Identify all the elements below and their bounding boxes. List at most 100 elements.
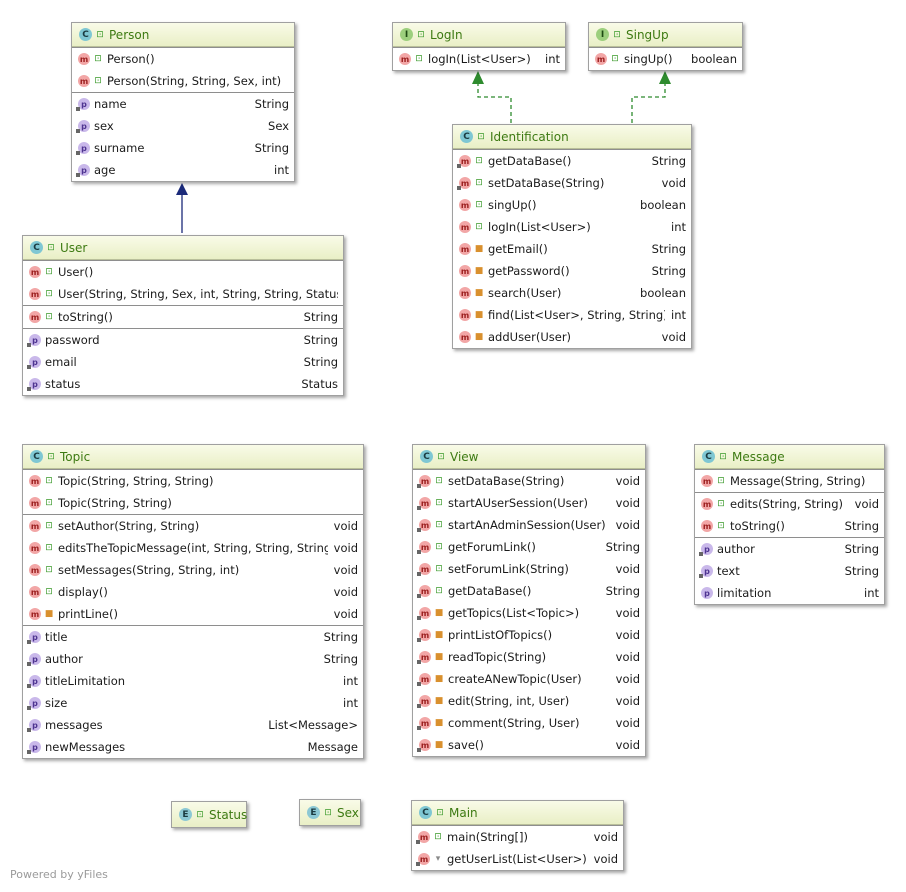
method-icon: m	[459, 243, 471, 255]
public-icon: ⊡	[475, 178, 483, 188]
member-row[interactable]: m■search(User)boolean	[453, 282, 691, 304]
member-name: startAnAdminSession(User)	[448, 518, 606, 532]
member-row[interactable]: m■getTopics(List<Topic>)void	[413, 602, 645, 624]
member-row[interactable]: m⊡toString()String	[23, 306, 343, 328]
constructor-section: m⊡Topic(String, String, String) m⊡Topic(…	[23, 469, 363, 514]
member-row[interactable]: m⊡singUp()boolean	[589, 48, 742, 70]
method-icon: m	[399, 53, 411, 65]
public-icon: ⊡	[45, 587, 53, 597]
member-row[interactable]: m⊡singUp()boolean	[453, 194, 691, 216]
member-row[interactable]: m⊡getForumLink()String	[413, 536, 645, 558]
member-row[interactable]: m⊡User()	[23, 261, 343, 283]
method-icon: m	[29, 288, 41, 300]
member-row[interactable]: m▾getUserList(List<User>)void	[412, 848, 623, 870]
member-row[interactable]: m⊡setAuthor(String, String)void	[23, 515, 363, 537]
realization-edge-identification-singup	[631, 83, 666, 123]
enum-sex[interactable]: E ⊡ Sex	[299, 799, 361, 826]
member-row[interactable]: m⊡User(String, String, Sex, int, String,…	[23, 283, 343, 305]
member-name: logIn(List<User>)	[428, 52, 531, 66]
enum-status[interactable]: E ⊡ Status	[171, 801, 247, 828]
property-icon: p	[27, 741, 41, 754]
member-row[interactable]: m■getPassword()String	[453, 260, 691, 282]
member-row[interactable]: m■edit(String, int, User)void	[413, 690, 645, 712]
member-type: int	[274, 163, 289, 177]
class-view[interactable]: C ⊡ View m⊡setDataBase(String)void m⊡sta…	[412, 444, 646, 757]
member-row[interactable]: m⊡logIn(List<User>)int	[393, 48, 565, 70]
member-row[interactable]: m⊡setMessages(String, String, int)void	[23, 559, 363, 581]
member-name: password	[45, 333, 100, 347]
member-row[interactable]: m⊡Topic(String, String)	[23, 492, 363, 514]
class-topic[interactable]: C ⊡ Topic m⊡Topic(String, String, String…	[22, 444, 364, 759]
property-icon: p	[76, 142, 90, 155]
member-row[interactable]: m■createANewTopic(User)void	[413, 668, 645, 690]
class-user[interactable]: C ⊡ User m⊡User() m⊡User(String, String,…	[22, 235, 344, 396]
member-row[interactable]: m■printListOfTopics()void	[413, 624, 645, 646]
member-type: String	[844, 542, 879, 556]
member-type: void	[615, 628, 640, 642]
member-row[interactable]: m■printLine()void	[23, 603, 363, 625]
enum-icon: E	[307, 806, 320, 819]
member-row[interactable]: m⊡getDataBase()String	[453, 150, 691, 172]
class-main[interactable]: C ⊡ Main m⊡main(String[])void m▾getUserL…	[411, 800, 624, 871]
class-identification[interactable]: C ⊡ Identification m⊡getDataBase()String…	[452, 124, 692, 349]
constructor-section: m⊡Message(String, String)	[695, 469, 884, 492]
member-row[interactable]: m⊡edits(String, String)void	[695, 493, 884, 515]
member-row[interactable]: m■save()void	[413, 734, 645, 756]
interface-login[interactable]: I ⊡ LogIn m⊡logIn(List<User>)int	[392, 22, 566, 71]
member-type: String	[303, 355, 338, 369]
property-icon: p	[76, 164, 90, 177]
member-row[interactable]: m■getEmail()String	[453, 238, 691, 260]
member-row[interactable]: m■comment(String, User)void	[413, 712, 645, 734]
class-person[interactable]: C ⊡ Person m⊡Person() m⊡Person(String, S…	[71, 22, 295, 182]
member-row[interactable]: m⊡getDataBase()String	[413, 580, 645, 602]
public-icon: ⊡	[719, 451, 727, 462]
member-row[interactable]: m⊡Person(String, String, Sex, int)	[72, 70, 294, 92]
member-row[interactable]: m⊡main(String[])void	[412, 826, 623, 848]
lock-icon: ■	[474, 310, 484, 320]
member-row[interactable]: m■readTopic(String)void	[413, 646, 645, 668]
member-row[interactable]: m⊡Message(String, String)	[695, 470, 884, 492]
member-row[interactable]: m■addUser(User)void	[453, 326, 691, 348]
member-row[interactable]: m⊡Person()	[72, 48, 294, 70]
member-row[interactable]: m⊡startAUserSession(User)void	[413, 492, 645, 514]
package-icon: ▾	[435, 854, 441, 864]
class-message[interactable]: C ⊡ Message m⊡Message(String, String) m⊡…	[694, 444, 885, 605]
public-icon: ⊡	[47, 451, 55, 462]
member-row[interactable]: m⊡setForumLink(String)void	[413, 558, 645, 580]
interface-singup[interactable]: I ⊡ SingUp m⊡singUp()boolean	[588, 22, 743, 71]
class-title: View	[450, 449, 479, 464]
member-row[interactable]: m⊡logIn(List<User>)int	[453, 216, 691, 238]
member-type: void	[661, 330, 686, 344]
method-icon: m	[29, 520, 41, 532]
member-row[interactable]: m⊡Topic(String, String, String)	[23, 470, 363, 492]
member-name: singUp()	[488, 198, 537, 212]
member-name: sex	[94, 119, 114, 133]
member-row[interactable]: m⊡setDataBase(String)void	[413, 470, 645, 492]
method-icon: m	[29, 475, 41, 487]
member-row[interactable]: m⊡setDataBase(String)void	[453, 172, 691, 194]
member-row[interactable]: m⊡startAnAdminSession(User)void	[413, 514, 645, 536]
member-row[interactable]: m⊡display()void	[23, 581, 363, 603]
member-name: createANewTopic(User)	[448, 672, 582, 686]
member-row[interactable]: m■find(List<User>, String, String)int	[453, 304, 691, 326]
member-name: User(String, String, Sex, int, String, S…	[58, 287, 338, 301]
member-row[interactable]: m⊡toString()String	[695, 515, 884, 537]
member-row[interactable]: m⊡editsTheTopicMessage(int, String, Stri…	[23, 537, 363, 559]
property-icon: p	[27, 356, 41, 369]
